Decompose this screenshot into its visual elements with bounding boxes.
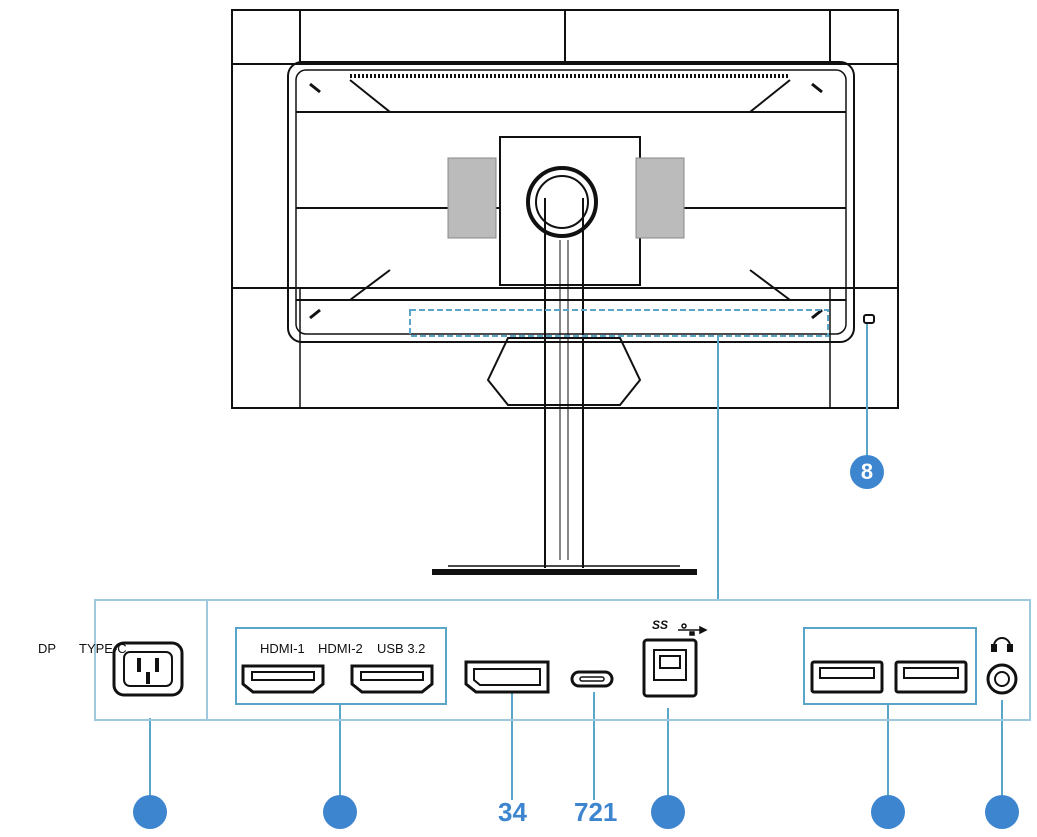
usb-ss-icon [678,623,708,636]
label-usb32: USB 3.2 [377,641,426,656]
marker-34: 34 [498,797,527,827]
monitor-body [231,9,899,575]
port-strip-highlight [409,309,829,337]
port-icons [112,638,1018,698]
connector-panel [94,599,1031,721]
label-hdmi1: HDMI-1 [260,641,305,656]
headphone-icon [991,637,1013,652]
callout-lines [149,324,1003,800]
marker-8: 8 [860,459,874,484]
bottom-markers [133,455,1019,829]
label-type-c: TYPE-C [79,641,127,656]
label-hdmi2: HDMI-2 [318,641,363,656]
label-dp: DP [38,641,57,656]
label-ss-logo: SS [652,618,669,632]
marker-721: 721 [574,797,618,827]
